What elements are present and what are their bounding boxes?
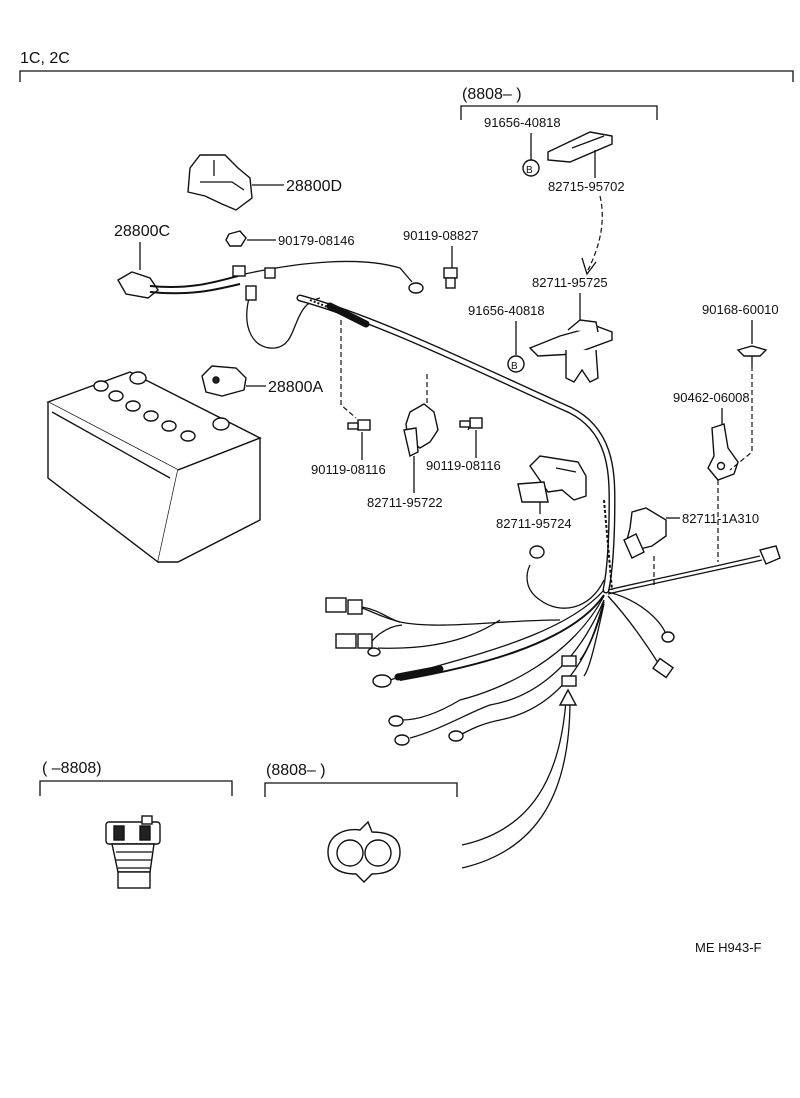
clamp-82711-95722 (403, 403, 439, 458)
part-82711-1A310: 82711-1A310 (682, 511, 759, 526)
bolt-b-marker-top (522, 159, 540, 177)
top-range-bracket (460, 105, 658, 120)
connector-old-type (105, 815, 161, 889)
nut-90179-08146 (225, 230, 247, 247)
terminal-cover-28800D (187, 154, 253, 211)
terminal-cover-28800A (201, 365, 247, 397)
bolt-90119-08116-left (347, 419, 371, 431)
clamp-82711-95724 (517, 455, 587, 503)
battery (46, 371, 262, 564)
part-82711-95722: 82711-95722 (367, 495, 443, 510)
b-marker-text-top: B (526, 165, 533, 176)
bottom-left-range-label: ( –8808) (42, 760, 102, 777)
part-91656-40818-mid: 91656-40818 (468, 303, 545, 318)
arrow-to-connector (461, 699, 567, 846)
bolt-90119-08827 (443, 267, 458, 289)
part-28800D: 28800D (286, 178, 342, 195)
diagram-code: ME H943-F (695, 940, 762, 955)
connector-new-type (327, 820, 401, 883)
part-28800A: 28800A (268, 379, 323, 396)
part-90168-60010: 90168-60010 (702, 302, 779, 317)
part-82711-95725: 82711-95725 (532, 275, 608, 290)
clamp-82711-1A310 (623, 507, 667, 559)
part-90119-08116-left: 90119-08116 (311, 462, 386, 477)
clamp-82711-95725 (528, 319, 613, 383)
part-90462-06008: 90462-06008 (673, 390, 750, 405)
part-82711-95724: 82711-95724 (496, 516, 572, 531)
top-range-label: (8808– ) (462, 86, 522, 103)
engine-label: 1C, 2C (20, 50, 70, 67)
bolt-b-marker-mid (507, 355, 525, 373)
bracket-90462-06008 (707, 423, 739, 481)
part-91656-40818-top: 91656-40818 (484, 115, 561, 130)
part-90119-08116-right: 90119-08116 (426, 458, 501, 473)
bottom-mid-range-label: (8808– ) (266, 762, 326, 779)
battery-cable-harness (117, 260, 781, 746)
bottom-mid-range-bracket (264, 782, 458, 797)
clamp-82715-95702 (547, 131, 613, 163)
b-marker-text-mid: B (511, 361, 518, 372)
arrow-dashed-top (587, 195, 603, 271)
part-82715-95702: 82715-95702 (548, 179, 625, 194)
screw-90168-60010 (736, 345, 768, 366)
header-bracket (19, 70, 794, 82)
part-28800C: 28800C (114, 223, 170, 240)
part-90179-08146: 90179-08146 (278, 233, 355, 248)
bottom-left-range-bracket (39, 780, 233, 796)
part-90119-08827: 90119-08827 (403, 228, 479, 243)
bolt-90119-08116-right (459, 417, 483, 429)
